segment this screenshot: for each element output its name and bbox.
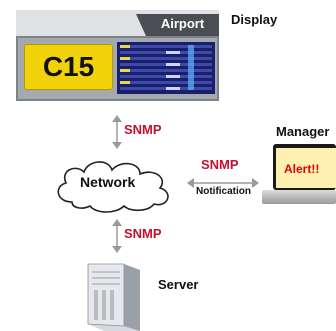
laptop-keyboard	[262, 190, 336, 204]
gate-sign	[24, 44, 113, 90]
laptop-screen	[276, 148, 336, 188]
server-icon	[87, 263, 140, 331]
network-server-arrow	[112, 219, 122, 253]
server-label: Server	[158, 277, 199, 292]
snmp-label-server: SNMP	[124, 226, 162, 241]
snmp-label-manager: SNMP	[201, 157, 239, 172]
network-manager-arrow	[187, 178, 259, 188]
airport-tab: Airport	[160, 16, 205, 31]
display-network-arrow	[112, 115, 122, 149]
notification-label: Notification	[196, 186, 251, 197]
manager-label: Manager	[276, 124, 330, 139]
display-label: Display	[231, 12, 278, 27]
network-label: Network	[80, 174, 136, 190]
gate-number: C15	[42, 51, 95, 82]
alert-message: Alert!!	[284, 162, 320, 176]
network-cloud-icon	[57, 161, 169, 213]
snmp-label-display: SNMP	[124, 122, 162, 137]
